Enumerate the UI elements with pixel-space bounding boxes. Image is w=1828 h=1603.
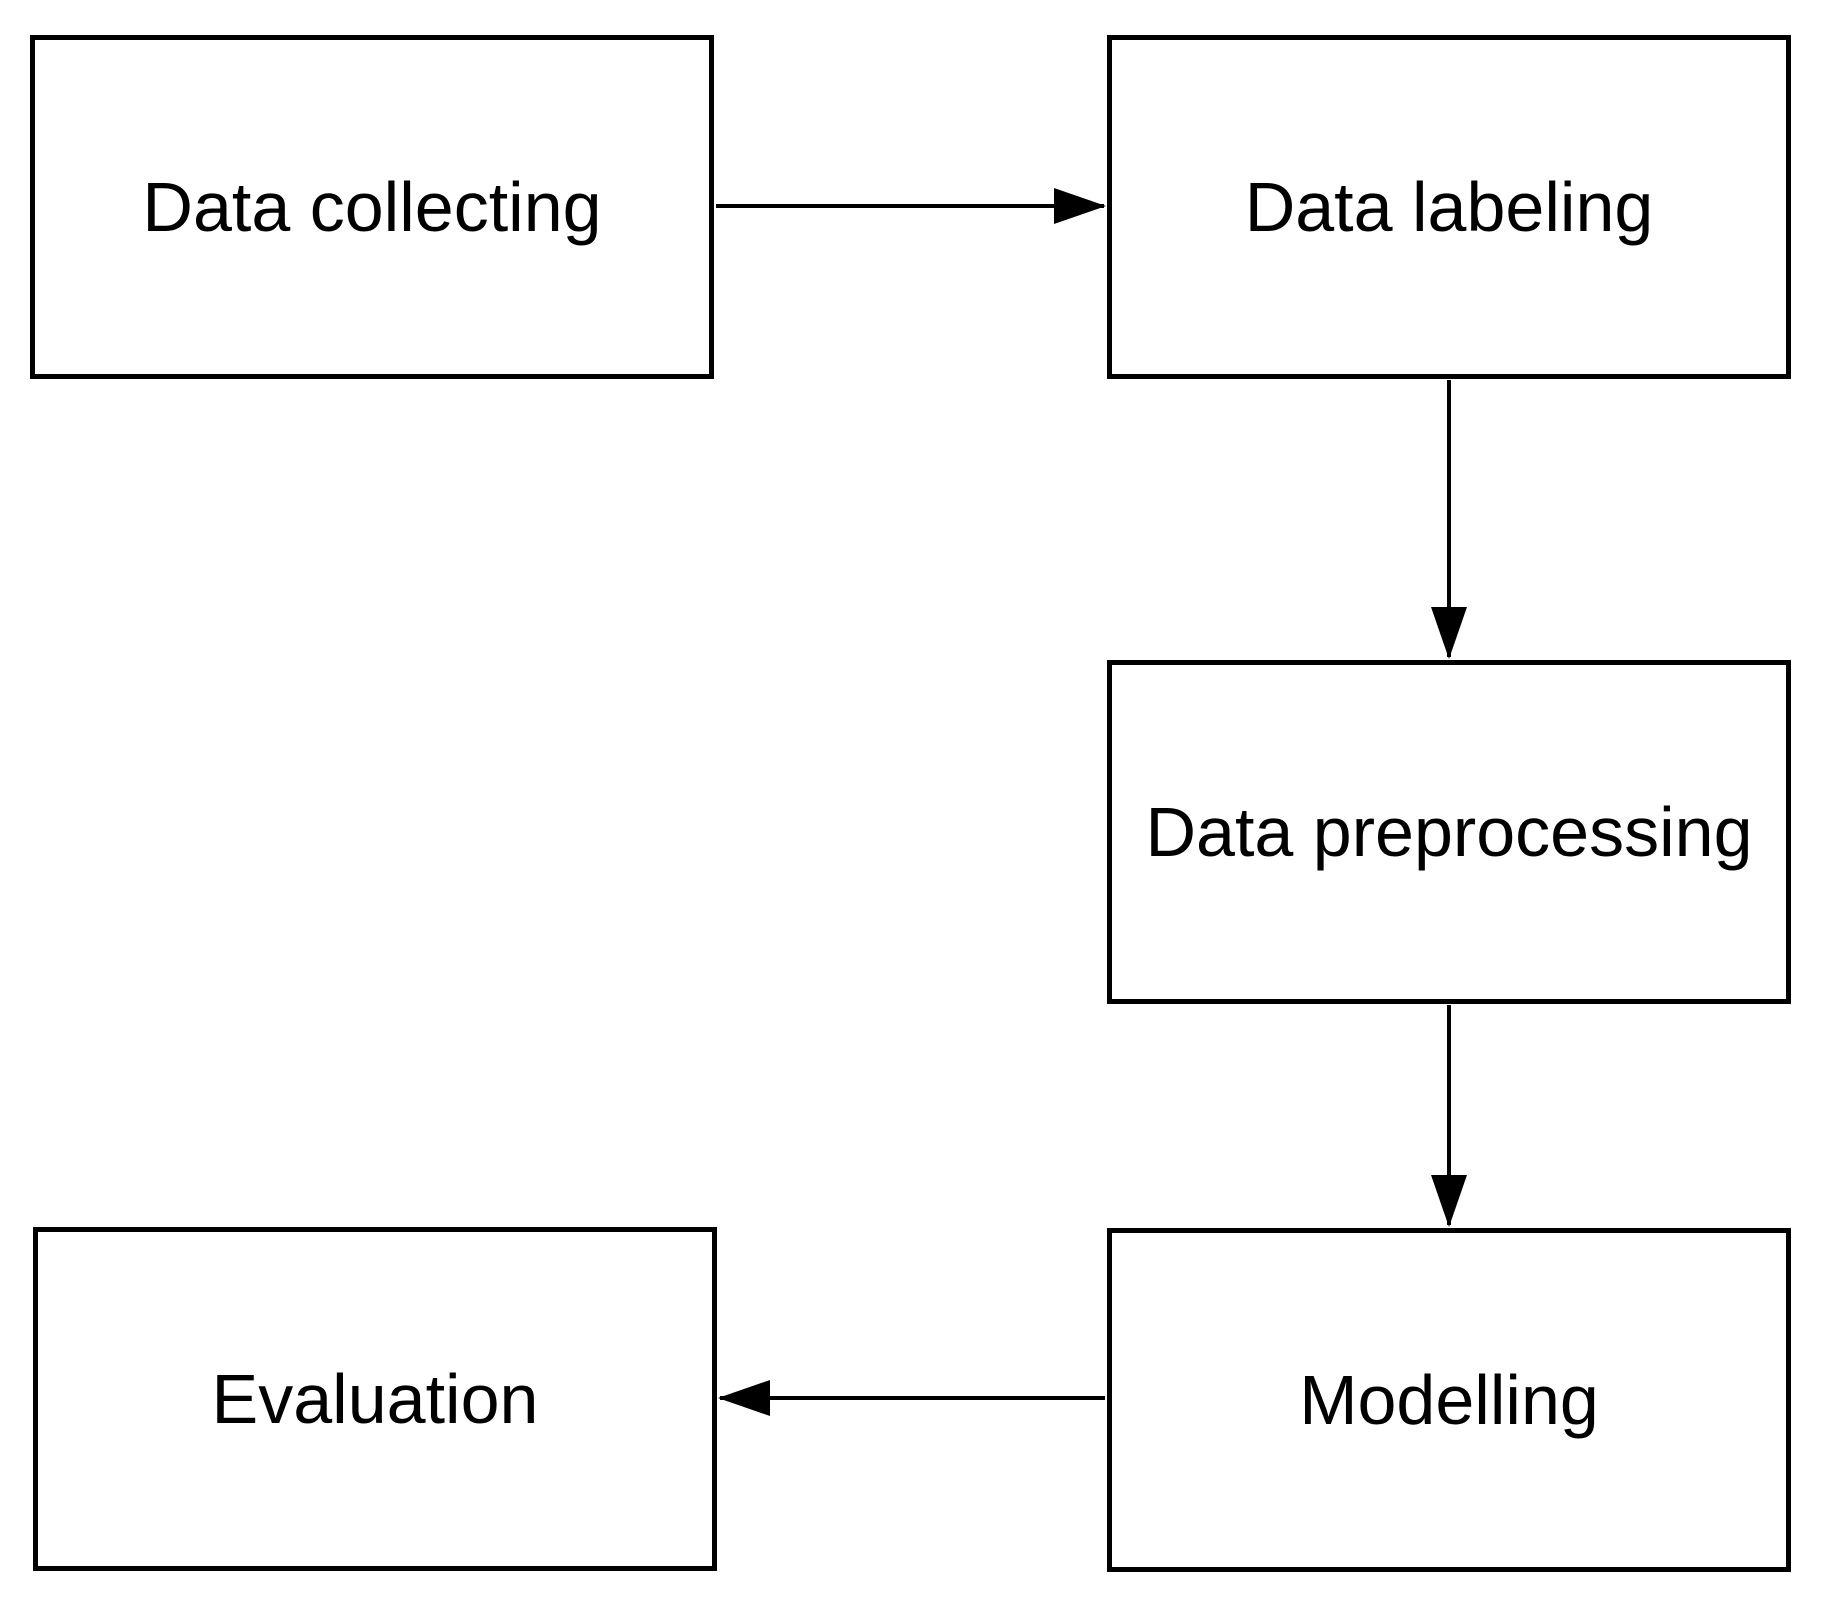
node-data-preprocessing: Data preprocessing [1107,660,1791,1004]
node-data-collecting-label: Data collecting [142,167,602,246]
node-data-collecting: Data collecting [30,35,714,379]
node-modelling-label: Modelling [1299,1360,1599,1439]
node-data-preprocessing-label: Data preprocessing [1145,792,1753,871]
node-evaluation-label: Evaluation [211,1359,539,1438]
node-evaluation: Evaluation [33,1227,717,1571]
node-data-labeling: Data labeling [1107,35,1791,379]
node-data-labeling-label: Data labeling [1244,167,1654,246]
node-modelling: Modelling [1107,1228,1791,1572]
